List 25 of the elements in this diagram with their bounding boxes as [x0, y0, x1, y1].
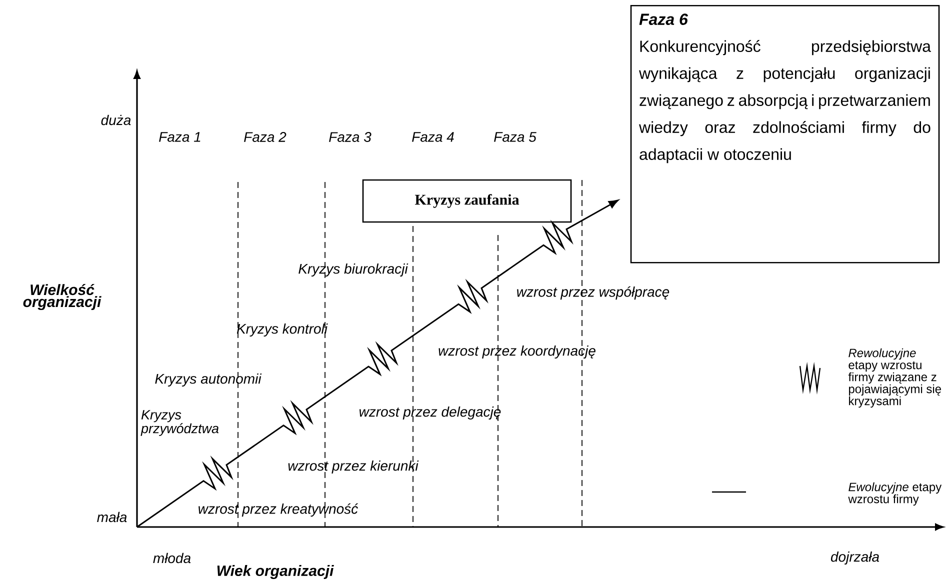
growth-label: wzrost przez kierunki	[288, 460, 419, 474]
phase-label: Faza 1	[159, 132, 200, 142]
axis-label: młoda	[153, 552, 191, 564]
growth-label: wzrost przez współpracę	[517, 286, 670, 300]
phase-label: Faza 2	[244, 132, 286, 142]
axis-label: mała	[97, 512, 127, 522]
growth-arrow	[136, 200, 618, 528]
phase-box: Faza 6 Konkurencyjność przedsiębiorstwa wynikająca z potencjału organizacji związanego z absorpcją i przetwarzaniem wiedzy oraz zdolnościami firmy do adaptacii w otoczeniu	[630, 5, 940, 264]
axis-title: Wiek organizacji	[217, 565, 334, 579]
legend-text: Rewolucyjne etapy wzrostu firmy związane z pojawiającymi się kryzysami	[848, 348, 941, 408]
phase-label: Faza 5	[494, 132, 536, 142]
growth-label: wzrost przez kreatywność	[198, 503, 358, 517]
growth-label: wzrost przez koordynację	[438, 345, 596, 359]
axis-label: duża	[101, 114, 131, 126]
legend-text: Ewolucyjne etapy wzrostu firmy	[848, 482, 942, 506]
phase-label: Faza 4	[412, 132, 454, 142]
crisis-box: Kryzys zaufania	[362, 179, 572, 223]
crisis-label: Kryzys przywództwa	[140, 410, 219, 436]
crisis-label: Kryzys kontroli	[236, 323, 328, 337]
phase-label: Faza 3	[329, 132, 372, 142]
axis-title: Wielkość organizacji	[23, 284, 102, 310]
axis-label: dojrzała	[830, 551, 880, 565]
crisis-label: Kryzys autonomii	[155, 373, 262, 387]
growth-label: wzrost przez delegację	[360, 406, 501, 420]
crisis-label: Kryzys biurokracji	[298, 263, 408, 277]
